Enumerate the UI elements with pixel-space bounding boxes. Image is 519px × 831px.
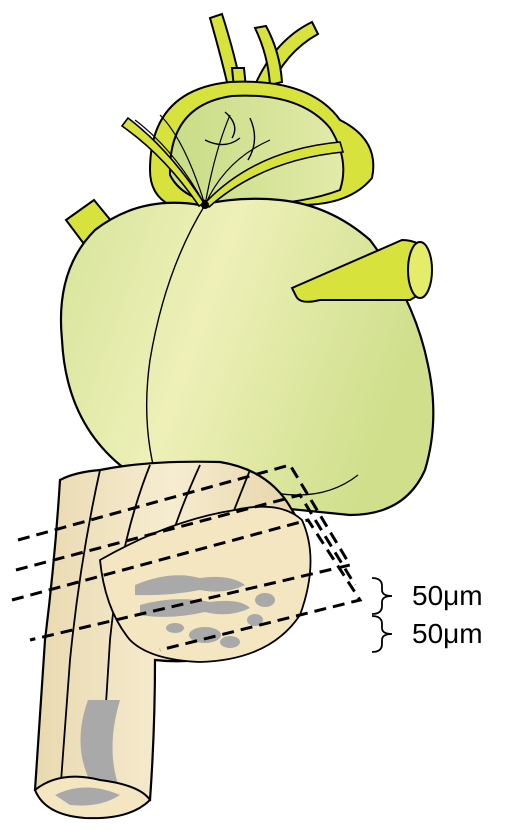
brace-1 [372,578,392,614]
thickness-label-lower: 50μm [412,620,483,648]
right-nerve-end [408,242,432,298]
brace-2 [372,616,392,652]
thickness-label-upper: 50μm [412,582,483,610]
convergence-point [201,201,209,209]
